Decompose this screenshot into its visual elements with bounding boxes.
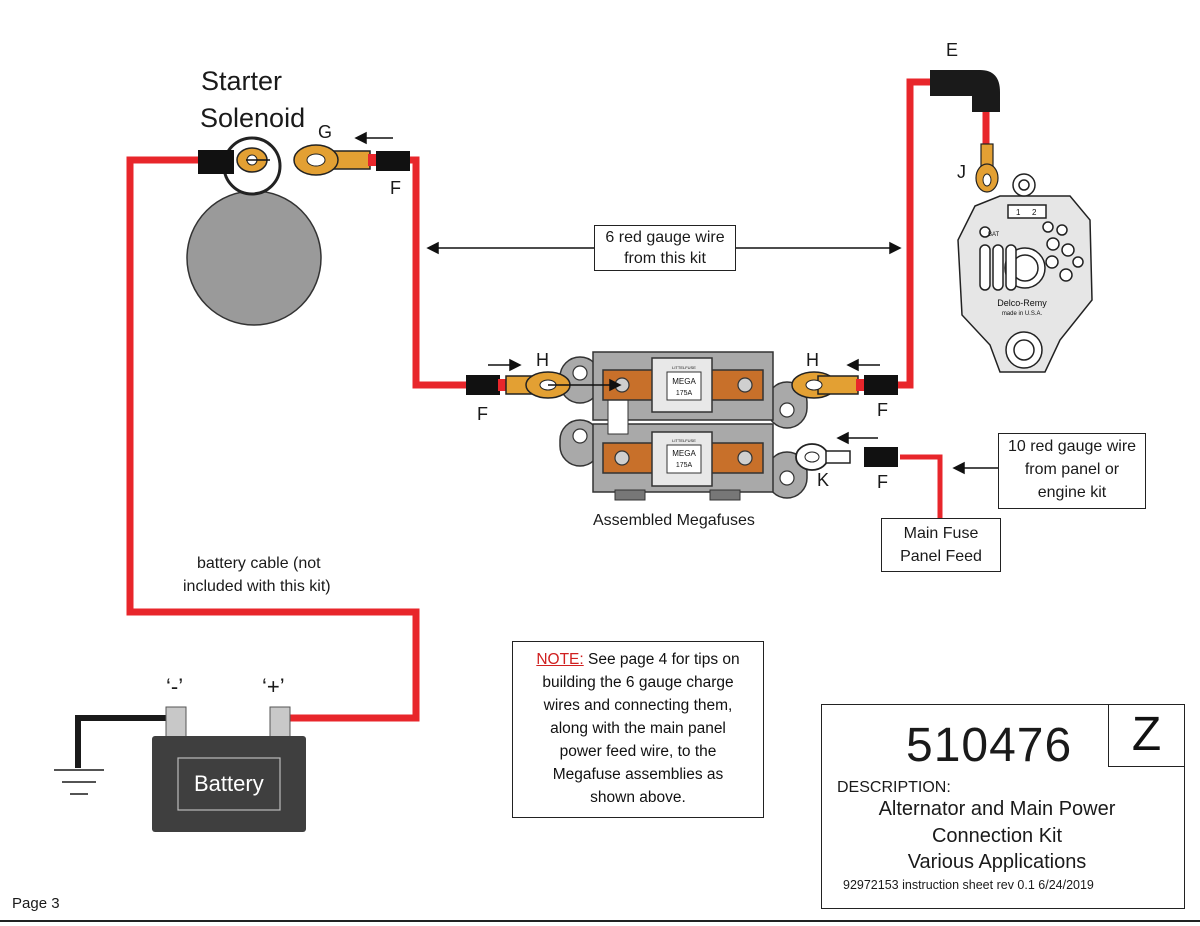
page-number: Page 3 [12,895,60,912]
heatshrink-F-left [466,375,500,395]
ten-gauge-line3: engine kit [1037,484,1107,501]
alternator-made: made in U.S.A. [1002,311,1043,317]
battery-cable-note-line1: battery cable (not [197,555,321,572]
ground-symbol-icon [54,769,104,795]
alternator-icon [957,173,1093,373]
fuse-top-line2: 175A [676,390,693,397]
description-label: DESCRIPTION: [837,779,951,796]
label-F-top: F [390,178,401,198]
label-H-left: H [536,350,549,370]
fuse-top-brand: LITTELFUSE [672,365,696,370]
six-gauge-line1: 6 red gauge wire [605,229,725,246]
alternator-brand: Delco-Remy [997,298,1047,308]
revision-box: Z [1108,704,1185,767]
ground-wire [75,715,168,768]
note-line3: wires and connecting them, [543,697,733,714]
battery-cable-wire [126,156,420,722]
heatshrink-F-top [376,151,410,171]
note-line2: building the 6 gauge charge [542,674,734,691]
fuse-bottom-line1: MEGA [672,449,696,458]
six-gauge-span-arrow-icon [426,241,902,255]
note-line1: See page 4 for tips on [583,651,740,668]
label-F-right: F [877,400,888,420]
heatshrink-F-right [864,375,898,395]
ten-gauge-line2: from panel or [1024,461,1120,478]
main-fuse-line1: Main Fuse [903,525,979,542]
arrow-H-left-icon [488,358,622,392]
label-E: E [946,40,959,60]
lug-J-icon [975,143,999,193]
ten-gauge-wire [900,454,943,518]
note-line6: Megafuse assemblies as [552,766,724,783]
label-F-bottom: F [877,472,888,492]
label-H-right: H [806,350,819,370]
assembled-megafuses-label: Assembled Megafuses [593,512,755,529]
six-gauge-wire-left [405,156,470,389]
boot-E-icon [930,70,1000,112]
battery-pos-label: ‘+’ [262,674,285,699]
title-block [821,704,1185,909]
document-info: 92972153 instruction sheet rev 0.1 6/24/… [843,878,1094,892]
alternator-bat-label: BAT [988,232,1000,238]
note-prefix: NOTE: [536,651,584,668]
lug-G-icon [293,144,378,176]
arrow-ten-gauge-icon [952,461,998,475]
bottom-rule [0,920,1200,922]
arrow-H-right-icon [846,358,880,372]
six-gauge-wire-right [895,78,932,389]
ten-gauge-line1: 10 red gauge wire [1007,438,1137,455]
label-J: J [957,162,966,182]
note-line5: power feed wire, to the [559,743,717,760]
note-box: NOTE: See page 4 for tips on building th… [512,641,764,818]
starter-solenoid-label-line1: Starter [201,66,283,96]
note-line4: along with the main panel [550,720,726,737]
label-G: G [318,122,333,142]
label-K: K [817,470,830,490]
battery-neg-label: ‘-’ [166,674,184,699]
megafuse-assembly-icon [559,351,808,501]
label-F-left: F [477,404,488,424]
battery-label: Battery [194,771,264,796]
ring-terminal-K-icon [795,443,851,471]
description-line1: Alternator and Main Power [878,798,1116,820]
main-fuse-line2: Panel Feed [900,548,982,565]
arrow-G-icon [354,131,393,145]
note-line7: shown above. [590,789,686,806]
six-gauge-line2: from this kit [624,250,706,267]
alternator-pin1: 1 [1016,208,1021,217]
six-gauge-callout: 6 red gauge wire from this kit [594,225,736,271]
description-line3: Various Applications [907,851,1087,873]
starter-solenoid-label-line2: Solenoid [200,103,306,133]
alternator-pin2: 2 [1032,208,1037,217]
heatshrink-F-bottom [864,447,898,467]
description-line2: Connection Kit [931,825,1063,847]
starter-solenoid-icon [186,136,322,326]
battery-cable-note-line2: included with this kit) [183,578,331,595]
fuse-bottom-line2: 175A [676,462,693,469]
fuse-top-line1: MEGA [672,377,696,386]
battery-icon [152,706,306,832]
part-number: 510476 [906,719,1073,772]
lug-H-right-icon [791,371,866,399]
ten-gauge-callout: 10 red gauge wire from panel or engine k… [998,433,1146,509]
arrow-K-icon [836,431,878,445]
main-fuse-panel-feed-box: Main Fuse Panel Feed [881,518,1001,572]
fuse-bottom-brand: LITTELFUSE [672,438,696,443]
